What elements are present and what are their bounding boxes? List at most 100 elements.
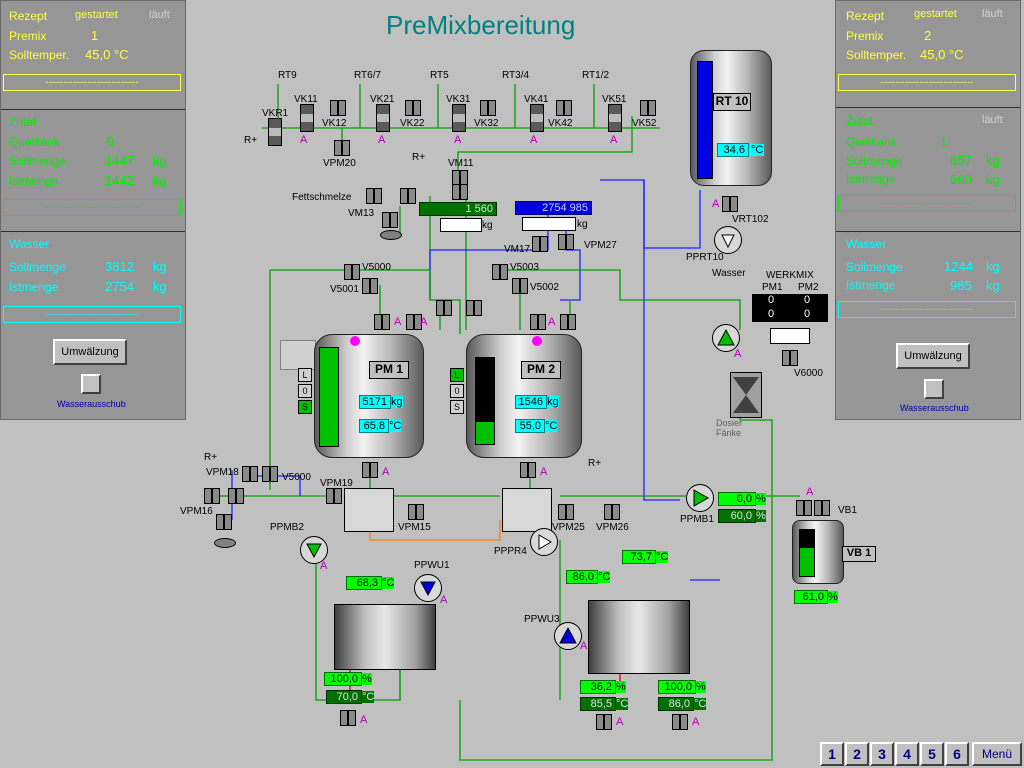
pm2-inlet-valve[interactable]	[530, 314, 546, 330]
ppwu1-pump[interactable]	[414, 574, 442, 602]
heat-exchanger-1[interactable]	[334, 604, 436, 670]
pm2-temp-unit: °C	[545, 420, 558, 432]
vm11b-valve[interactable]	[452, 184, 468, 200]
vpm20-valve[interactable]	[334, 140, 350, 156]
umwaelzung-button[interactable]: Umwälzung	[896, 343, 970, 369]
pm1-s-indicator[interactable]: S	[298, 400, 312, 414]
mixing-block-2[interactable]	[502, 488, 552, 532]
vk51-valve[interactable]	[608, 104, 622, 132]
nav-button-3[interactable]: 3	[870, 742, 894, 766]
pm2-0-indicator[interactable]: 0	[450, 384, 464, 398]
v5000b-valve[interactable]	[262, 466, 278, 482]
pm-valve-a[interactable]	[436, 300, 452, 316]
vk52-valve[interactable]	[640, 100, 656, 116]
vb1-valve-b[interactable]	[814, 500, 830, 516]
nav-button-2[interactable]: 2	[845, 742, 869, 766]
v5003-valve[interactable]	[492, 264, 508, 280]
vm13-valve[interactable]	[382, 212, 398, 228]
vpm16-valve-b[interactable]	[228, 488, 244, 504]
vk11-valve[interactable]	[300, 104, 314, 132]
wasserausschub-toggle[interactable]	[81, 374, 101, 394]
vk32-valve[interactable]	[480, 100, 496, 116]
werkmix-input[interactable]	[770, 328, 810, 344]
pm2-s-indicator[interactable]: S	[450, 400, 464, 414]
vk22-valve[interactable]	[405, 100, 421, 116]
pm1-0-indicator[interactable]: 0	[298, 384, 312, 398]
vpm25-valve[interactable]	[558, 504, 574, 520]
pm1-weight-unit: kg	[391, 396, 403, 408]
zutat-label: Zutat	[846, 114, 874, 128]
mixing-block-1[interactable]	[344, 488, 394, 532]
vb1-valve-a[interactable]	[796, 500, 812, 516]
pm1-l-indicator[interactable]: L	[298, 368, 312, 382]
vpm27-valve[interactable]	[558, 234, 574, 250]
v6000-valve[interactable]	[782, 350, 798, 366]
vrt102-valve[interactable]	[722, 196, 738, 212]
pm2-inlet-valve-2[interactable]	[560, 314, 576, 330]
vk21-valve[interactable]	[376, 104, 390, 132]
rt10-tank[interactable]: RT 10 34,6 °C	[690, 50, 772, 186]
pm2-l-indicator[interactable]: L	[450, 368, 464, 382]
dosier-station[interactable]	[730, 372, 762, 418]
nav-button-5[interactable]: 5	[920, 742, 944, 766]
v5002-label: V5002	[530, 282, 559, 293]
vkr1-label: VKR1	[262, 108, 289, 119]
nav-button-6[interactable]: 6	[945, 742, 969, 766]
fett-valve-1[interactable]	[366, 188, 382, 204]
wasser-input[interactable]	[522, 217, 576, 231]
pm1-tank[interactable]: PM 1 5171 kg 65,8 °C	[314, 334, 424, 458]
w-sollmenge-unit: kg	[153, 259, 167, 274]
fett-valve-2[interactable]	[400, 188, 416, 204]
istmenge-label: Istmenge	[846, 172, 896, 186]
ppmb2-pump[interactable]	[300, 536, 328, 564]
wasserausschub-toggle[interactable]	[924, 379, 944, 399]
heat-exchanger-2[interactable]	[588, 600, 690, 674]
vpm16-valve-a[interactable]	[204, 488, 220, 504]
vb1-tank[interactable]	[792, 520, 844, 584]
fett-unit: kg	[482, 220, 493, 231]
pprt10-pump[interactable]	[714, 226, 742, 254]
hx2-outlet-valve-1[interactable]	[596, 714, 612, 730]
ppwu3-pump[interactable]	[554, 622, 582, 650]
ppmb1-pump[interactable]	[686, 484, 714, 512]
w-sollmenge-value: 3812	[105, 259, 134, 274]
umwaelzung-button[interactable]: Umwälzung	[53, 339, 127, 365]
pm-valve-b[interactable]	[466, 300, 482, 316]
hx1-temp: 70,0	[326, 690, 362, 704]
nav-button-1[interactable]: 1	[820, 742, 844, 766]
nav-button-4[interactable]: 4	[895, 742, 919, 766]
vk31-valve[interactable]	[452, 104, 466, 132]
vk32-label: VK32	[474, 118, 499, 129]
vk41-valve[interactable]	[530, 104, 544, 132]
hx1-outlet-valve[interactable]	[340, 710, 356, 726]
pm2-tank[interactable]: PM 2 1546 kg 55,0 °C	[466, 334, 582, 458]
v5001-valve[interactable]	[362, 278, 378, 294]
pppr4-pump[interactable]	[530, 528, 558, 556]
pm2-outlet-valve[interactable]	[520, 462, 536, 478]
fett-input[interactable]	[440, 218, 482, 232]
vpm19-valve[interactable]	[326, 488, 342, 504]
vkr1-valve[interactable]	[268, 118, 282, 146]
vm17-valve[interactable]	[532, 236, 548, 252]
drain-valve[interactable]	[216, 514, 232, 530]
hx2-temp1-unit: °C	[616, 698, 629, 710]
pppr4-label: PPPR4	[494, 546, 527, 557]
vpm15-valve[interactable]	[408, 504, 424, 520]
menu-button[interactable]: Menü	[972, 742, 1022, 766]
vpm26-valve[interactable]	[604, 504, 620, 520]
hx2-pct2: 100,0	[658, 680, 696, 694]
vpm18-valve[interactable]	[242, 466, 258, 482]
werkmix-v1: 0	[768, 294, 775, 306]
vk12-valve[interactable]	[330, 100, 346, 116]
hx2-outlet-valve-2[interactable]	[672, 714, 688, 730]
r-plus-label: R+	[412, 152, 426, 163]
v5000-valve[interactable]	[344, 264, 360, 280]
pm1-inlet-valve-2[interactable]	[406, 314, 422, 330]
pm1-inlet-valve[interactable]	[374, 314, 390, 330]
sollmenge-unit: kg	[986, 153, 1000, 168]
pm1-outlet-valve[interactable]	[362, 462, 378, 478]
green-pump[interactable]	[712, 324, 740, 352]
werkmix-display: 0 0 0 0	[752, 294, 828, 322]
v5002-valve[interactable]	[512, 278, 528, 294]
vk42-valve[interactable]	[556, 100, 572, 116]
